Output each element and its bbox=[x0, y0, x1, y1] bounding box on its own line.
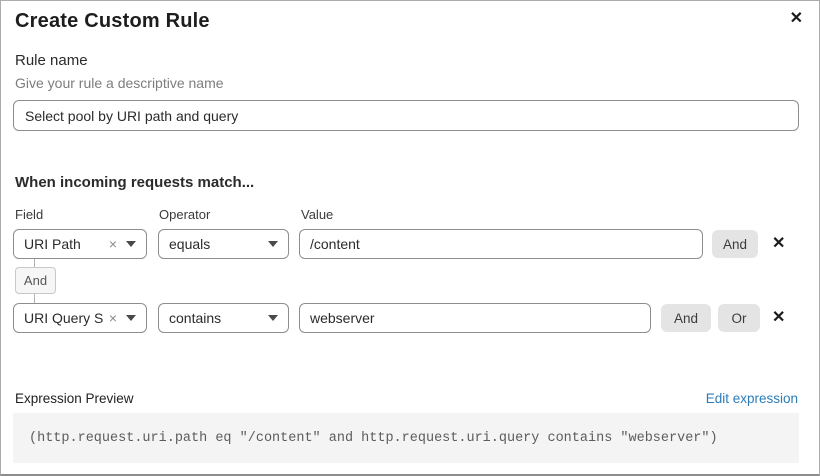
chevron-down-icon bbox=[126, 315, 136, 321]
expression-preview-label: Expression Preview bbox=[15, 391, 134, 406]
chevron-down-icon bbox=[268, 241, 278, 247]
rule-name-hint: Give your rule a descriptive name bbox=[15, 75, 224, 91]
field-select-row1-value: URI Path bbox=[24, 236, 81, 252]
add-and-condition-button-row1[interactable]: And bbox=[712, 230, 758, 258]
dialog-title: Create Custom Rule bbox=[15, 10, 210, 32]
rule-name-label: Rule name bbox=[15, 52, 88, 69]
edit-expression-link[interactable]: Edit expression bbox=[705, 391, 798, 406]
operator-select-row2-value: contains bbox=[169, 310, 222, 326]
field-select-row1[interactable]: URI Path × bbox=[13, 229, 147, 259]
add-or-condition-button-row2[interactable]: Or bbox=[718, 304, 760, 332]
connector-line-bottom bbox=[34, 294, 35, 304]
operator-select-row2[interactable]: contains bbox=[158, 303, 289, 333]
close-icon[interactable]: ✕ bbox=[786, 7, 807, 31]
value-input-row1[interactable] bbox=[299, 229, 703, 259]
remove-condition-icon-row2[interactable]: ✕ bbox=[772, 309, 786, 326]
expression-code: (http.request.uri.path eq "/content" and… bbox=[29, 430, 718, 446]
clear-selection-icon[interactable]: × bbox=[108, 236, 117, 252]
remove-condition-icon-row1[interactable]: ✕ bbox=[772, 235, 786, 252]
value-input-row2[interactable] bbox=[299, 303, 651, 333]
operator-select-row1-value: equals bbox=[169, 236, 211, 252]
add-and-condition-button-row2[interactable]: And bbox=[661, 304, 711, 332]
chevron-down-icon bbox=[126, 241, 136, 247]
field-column-label: Field bbox=[15, 207, 44, 222]
value-column-label: Value bbox=[301, 207, 334, 222]
clear-selection-icon[interactable]: × bbox=[108, 310, 117, 326]
field-select-row2[interactable]: URI Query St... × bbox=[13, 303, 147, 333]
connector-line-top bbox=[34, 259, 35, 267]
expression-preview-block: (http.request.uri.path eq "/content" and… bbox=[13, 413, 799, 463]
chevron-down-icon bbox=[268, 315, 278, 321]
operator-column-label: Operator bbox=[159, 207, 211, 222]
rule-name-input[interactable] bbox=[13, 100, 799, 131]
operator-select-row1[interactable]: equals bbox=[158, 229, 289, 259]
match-section-heading: When incoming requests match... bbox=[15, 174, 255, 191]
and-connector-badge: And bbox=[15, 267, 56, 294]
field-select-row2-value: URI Query St... bbox=[24, 310, 103, 326]
